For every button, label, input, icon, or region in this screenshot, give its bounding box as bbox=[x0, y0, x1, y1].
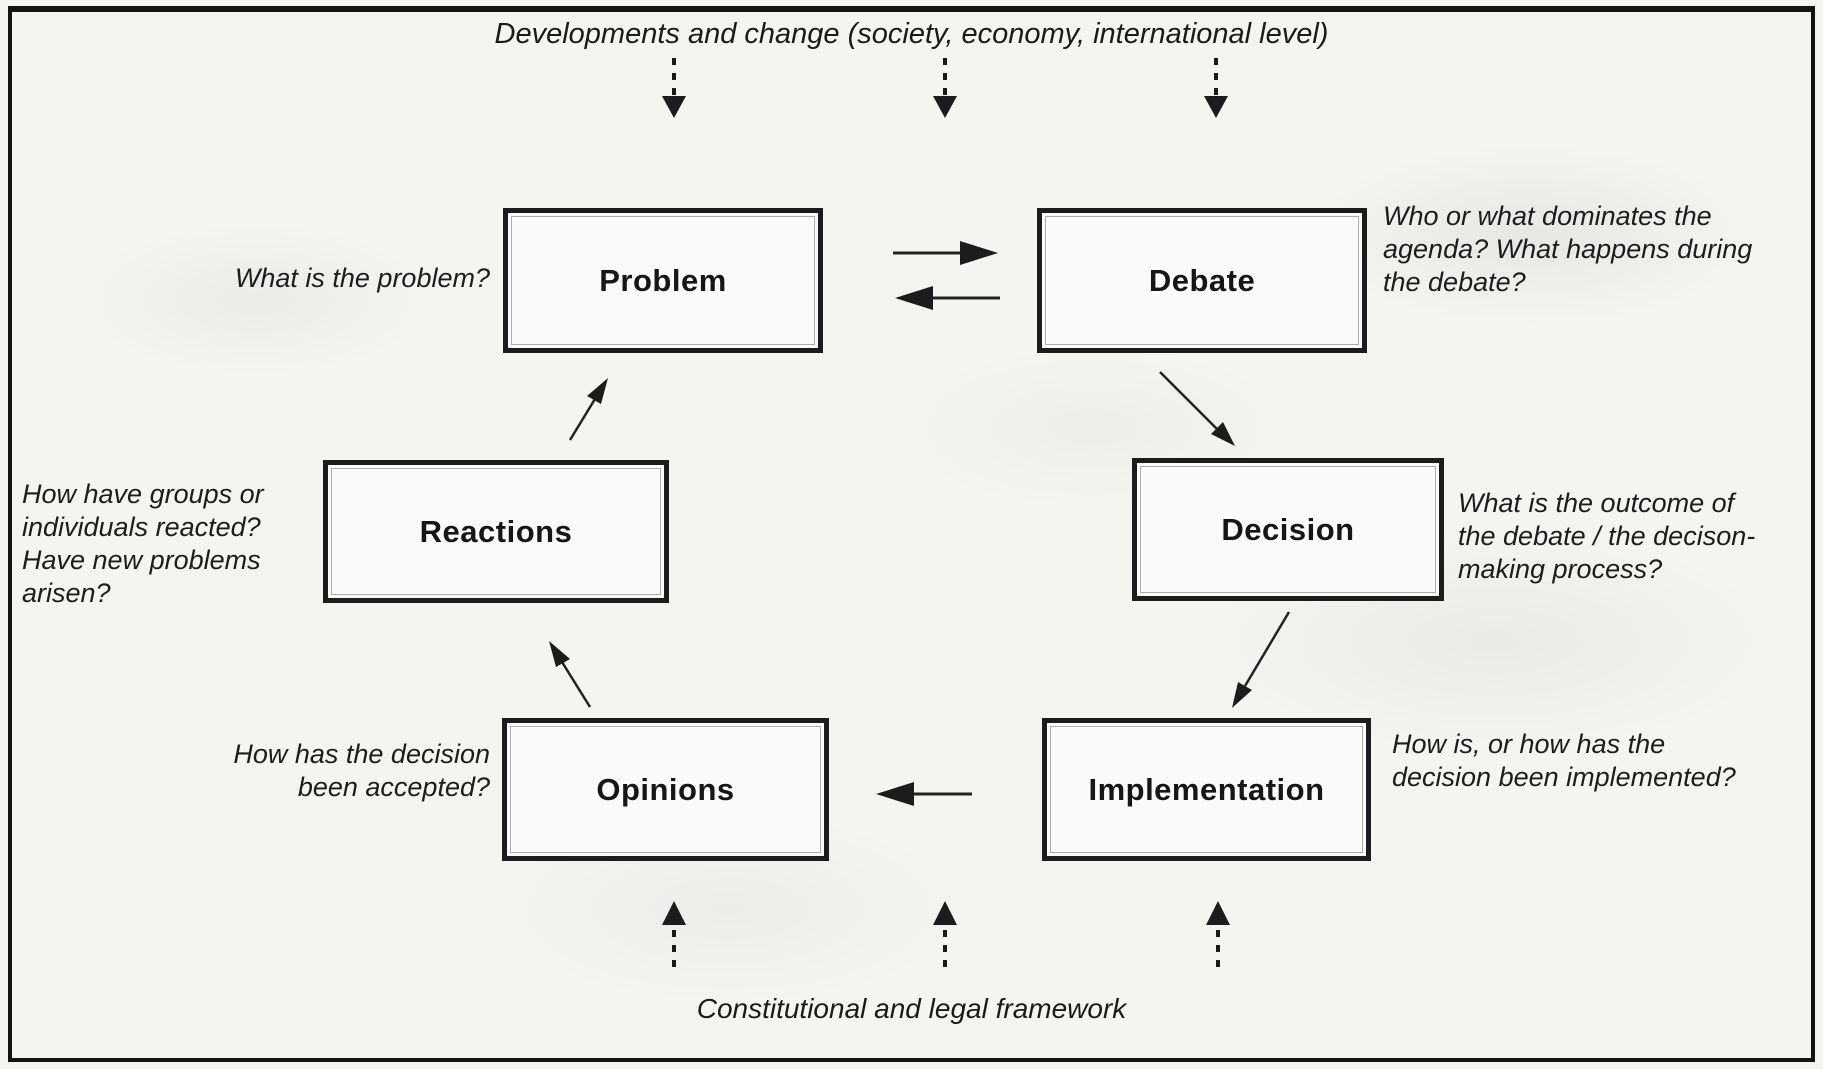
arrow-problem-to-debate bbox=[893, 241, 998, 265]
dashed-down-arrow-right bbox=[1204, 58, 1228, 118]
arrow-reactions-to-problem bbox=[568, 378, 608, 441]
node-debate-label: Debate bbox=[1148, 262, 1256, 298]
dashed-up-arrow-center bbox=[933, 901, 957, 974]
dashed-up-arrow-right bbox=[1206, 901, 1230, 974]
node-opinions-label: Opinions bbox=[596, 771, 735, 807]
top-banner-text: Developments and change (society, econom… bbox=[494, 18, 1329, 50]
node-decision-label: Decision bbox=[1221, 511, 1355, 547]
annotation-implementation: How is, or how has the decision been imp… bbox=[1392, 729, 1736, 792]
arrow-debate-to-decision bbox=[1159, 371, 1235, 446]
annotation-opinions: How has the decision been accepted? bbox=[233, 739, 490, 802]
annotation-reactions: How have groups or individuals reacted? … bbox=[22, 479, 264, 608]
arrow-debate-to-problem bbox=[895, 286, 1000, 310]
bottom-banner-text: Constitutional and legal framework bbox=[696, 993, 1127, 1024]
node-reactions-label: Reactions bbox=[419, 513, 573, 549]
annotation-debate: Who or what dominates the agenda? What h… bbox=[1383, 201, 1753, 297]
node-implementation-label: Implementation bbox=[1088, 771, 1325, 807]
arrow-implementation-to-opinions bbox=[876, 782, 972, 806]
node-implementation: Implementation bbox=[1042, 718, 1371, 861]
arrow-decision-to-implementation bbox=[1232, 611, 1291, 708]
arrow-opinions-to-reactions bbox=[549, 641, 592, 708]
node-problem-label: Problem bbox=[599, 262, 727, 298]
node-problem: Problem bbox=[503, 208, 823, 353]
node-debate: Debate bbox=[1037, 208, 1367, 353]
node-decision: Decision bbox=[1132, 458, 1444, 601]
dashed-up-arrow-left bbox=[662, 901, 686, 974]
node-reactions: Reactions bbox=[323, 460, 669, 603]
annotation-decision: What is the outcome of the debate / the … bbox=[1458, 488, 1756, 584]
annotation-problem: What is the problem? bbox=[234, 263, 490, 293]
dashed-down-arrow-left bbox=[662, 58, 686, 118]
dashed-down-arrow-center bbox=[933, 58, 957, 118]
node-opinions: Opinions bbox=[502, 718, 829, 861]
